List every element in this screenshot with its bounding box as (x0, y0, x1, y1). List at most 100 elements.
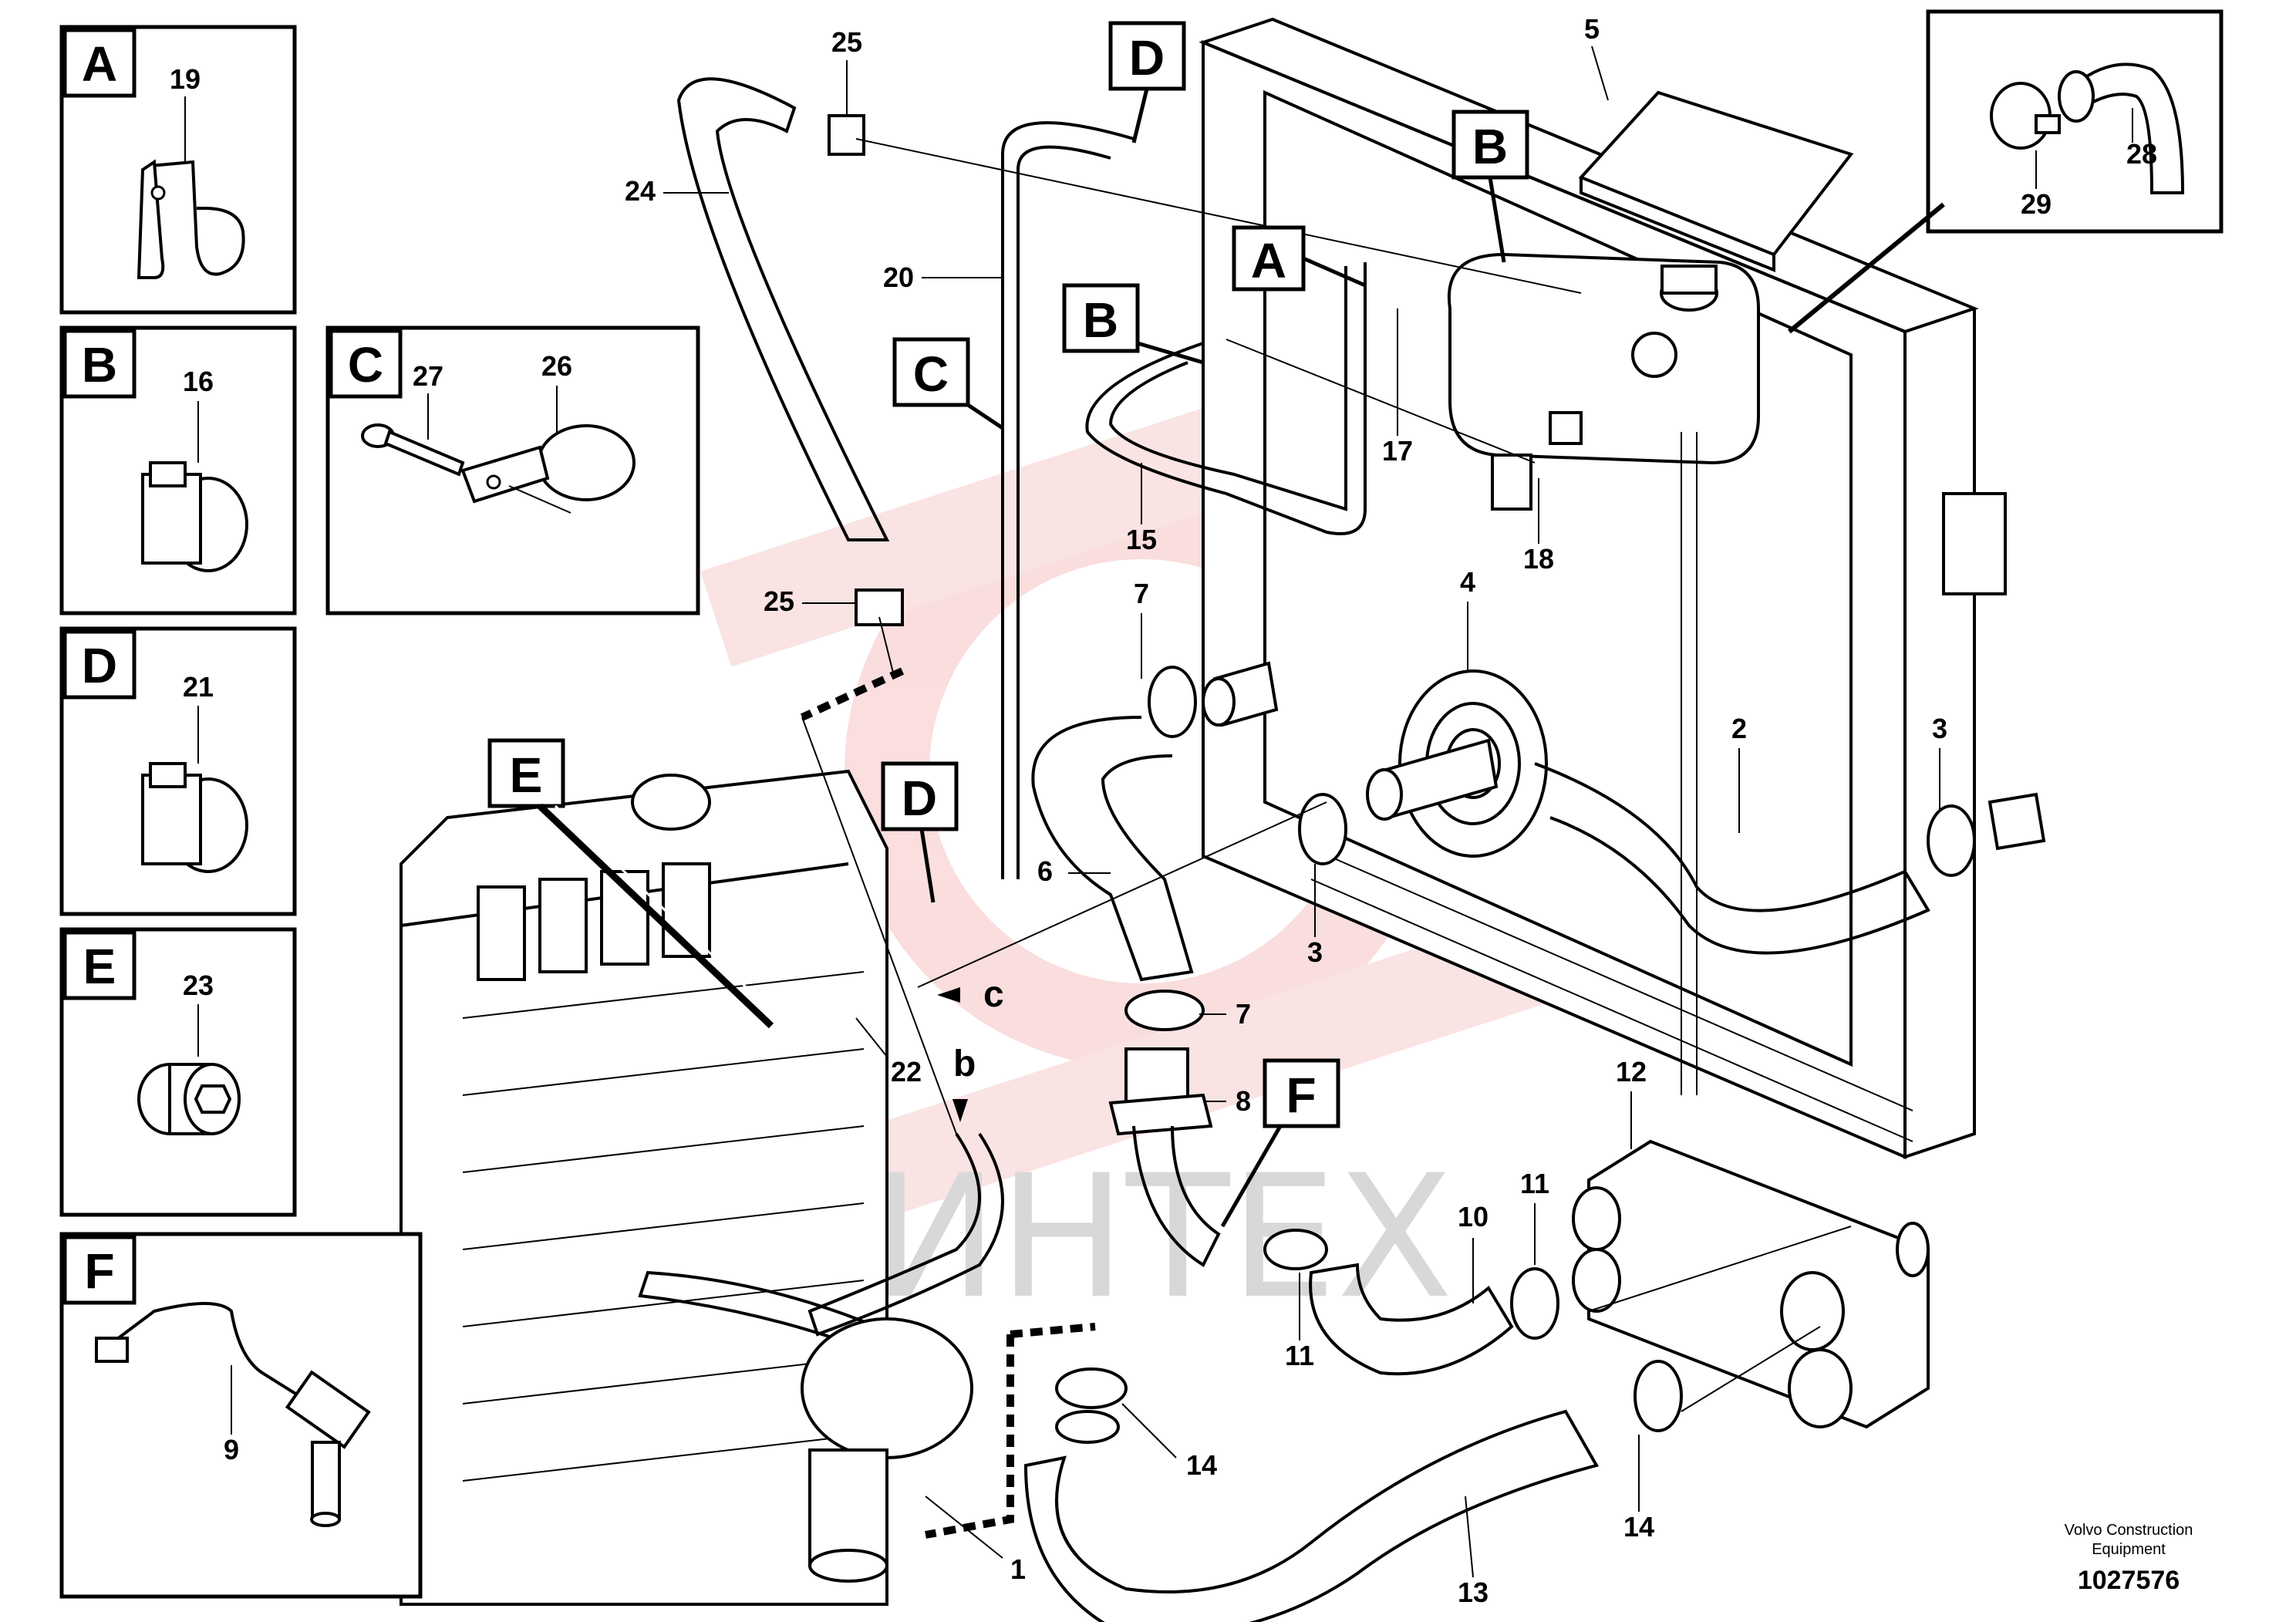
inset-letter-e: E (83, 939, 116, 994)
svg-text:D: D (1129, 30, 1165, 86)
clamp-part-14-upper (1055, 1367, 1128, 1409)
hose-clamp-21-icon (141, 762, 248, 873)
dashed-reference-lines (800, 667, 1096, 1539)
hose-28-icon (2058, 62, 2185, 194)
label-part-2: 2 (1731, 713, 1747, 744)
svg-text:F: F (1286, 1067, 1316, 1123)
hose-part-2 (1534, 762, 1930, 955)
clamp-29-icon (1990, 82, 2061, 150)
svg-text:A: A (1251, 233, 1286, 288)
label-part-7-lower: 7 (1236, 998, 1251, 1030)
clip-19-icon (137, 159, 245, 279)
pipe-part-15 (1085, 262, 1367, 535)
inset-part-19: 19 (170, 63, 201, 95)
callout-d-top: D (1108, 21, 1186, 143)
inset-part-23: 23 (183, 969, 214, 1001)
inset-letter-b: B (82, 337, 117, 393)
radiator-inlet-end (1202, 677, 1236, 727)
pipe-part-8 (1108, 1047, 1221, 1267)
clamp-part-7-lower (1124, 990, 1205, 1031)
label-part-7-upper: 7 (1134, 578, 1149, 609)
svg-text:c: c (983, 974, 1004, 1015)
label-part-14-lower: 14 (1623, 1511, 1654, 1543)
label-part-18: 18 (1523, 543, 1554, 575)
svg-text:b: b (953, 1044, 976, 1084)
connection-label-b: b (952, 1044, 976, 1122)
clamp-part-11-right (1510, 1267, 1559, 1340)
pipe-stub-end (1366, 768, 1403, 821)
svg-text:B: B (1083, 292, 1118, 348)
label-part-22: 22 (891, 1056, 922, 1088)
hose-part-10 (1309, 1263, 1514, 1376)
callout-b-mid: B (1062, 283, 1204, 365)
label-part-5: 5 (1584, 13, 1600, 45)
callout-a: A (1232, 225, 1367, 292)
clamp-part-7-upper (1148, 666, 1197, 738)
svg-text:E: E (510, 747, 543, 803)
label-part-13: 13 (1458, 1576, 1489, 1608)
fan-shroud-part-5 (1578, 90, 1854, 272)
hose-part-6 (1031, 716, 1194, 982)
footer-company-line2: Equipment (2092, 1541, 2166, 1558)
clamp-part-14-lower (1633, 1360, 1683, 1432)
plug-23-icon (137, 1063, 241, 1135)
label-part-11-left: 11 (1285, 1340, 1314, 1371)
label-part-6: 6 (1037, 855, 1053, 887)
cooler-part-12 (1572, 1139, 1930, 1429)
label-part-3-right: 3 (1932, 713, 1947, 744)
inset-part-27: 27 (413, 360, 443, 392)
callout-f: F (1220, 1058, 1340, 1228)
footer-document-number: 1027576 (2078, 1566, 2180, 1595)
inset-part-29: 29 (2021, 188, 2052, 220)
label-part-10: 10 (1458, 1201, 1489, 1233)
inset-panel-d: D 21 (59, 626, 297, 916)
inset-panel-b: B 16 (59, 325, 297, 615)
engine-block (400, 769, 888, 1606)
inset-part-26: 26 (541, 350, 572, 382)
label-part-11-right: 11 (1520, 1168, 1549, 1199)
label-part-15: 15 (1126, 524, 1157, 555)
part-labels: 25 5 24 20 17 15 18 25 7 4 2 3 6 3 7 8 2 (625, 13, 1947, 1608)
footer-company-line1: Volvo Construction (2065, 1522, 2193, 1539)
callout-e: E (487, 738, 788, 1029)
hose-clamp-16-icon (141, 461, 248, 572)
inset-part-21: 21 (183, 671, 214, 703)
radiator-lower-outlet (1988, 792, 2046, 851)
inset-panel-f: F 9 (59, 1232, 423, 1599)
callout-b-top: B (1451, 110, 1529, 263)
footer-block: Volvo Construction Equipment 1027576 (2065, 1522, 2193, 1595)
clamp-part-3-left (1298, 793, 1347, 865)
svg-text:C: C (913, 346, 949, 402)
hose-part-24 (676, 77, 890, 541)
leader-connection-lines (801, 138, 1852, 1412)
clamp-26-icon (460, 424, 636, 514)
svg-text:D: D (902, 771, 937, 826)
expansion-tank (1447, 252, 1760, 511)
label-part-4: 4 (1460, 566, 1475, 598)
watermark-text: ИНТЕХ (872, 1138, 1453, 1336)
inset-part-28: 28 (2126, 138, 2157, 170)
label-part-14-upper: 14 (1186, 1449, 1217, 1481)
callout-d-mid: D (881, 761, 959, 903)
bolt-27-icon (361, 423, 465, 477)
inset-letter-a: A (82, 36, 117, 92)
label-part-1: 1 (1010, 1553, 1026, 1585)
inset-part-9: 9 (224, 1434, 239, 1465)
hose-part-b (807, 1132, 1004, 1337)
hose-13-end (1055, 1410, 1120, 1444)
inset-letter-d: D (82, 638, 117, 693)
svg-text:B: B (1472, 119, 1508, 174)
label-part-17: 17 (1382, 435, 1413, 467)
label-part-3-left: 3 (1307, 936, 1323, 968)
label-part-12: 12 (1616, 1056, 1647, 1088)
inset-panel-28-29: 28 29 (1926, 9, 2224, 234)
clamp-part-3-right (1927, 804, 1976, 877)
inset-part-16: 16 (183, 366, 214, 397)
label-part-20: 20 (883, 261, 914, 293)
callout-c-mid: C (892, 337, 1004, 430)
connection-label-c: c (937, 974, 1004, 1015)
label-part-24: 24 (625, 175, 656, 207)
water-pump-part-1 (801, 1317, 973, 1583)
label-part-8: 8 (1236, 1085, 1251, 1117)
